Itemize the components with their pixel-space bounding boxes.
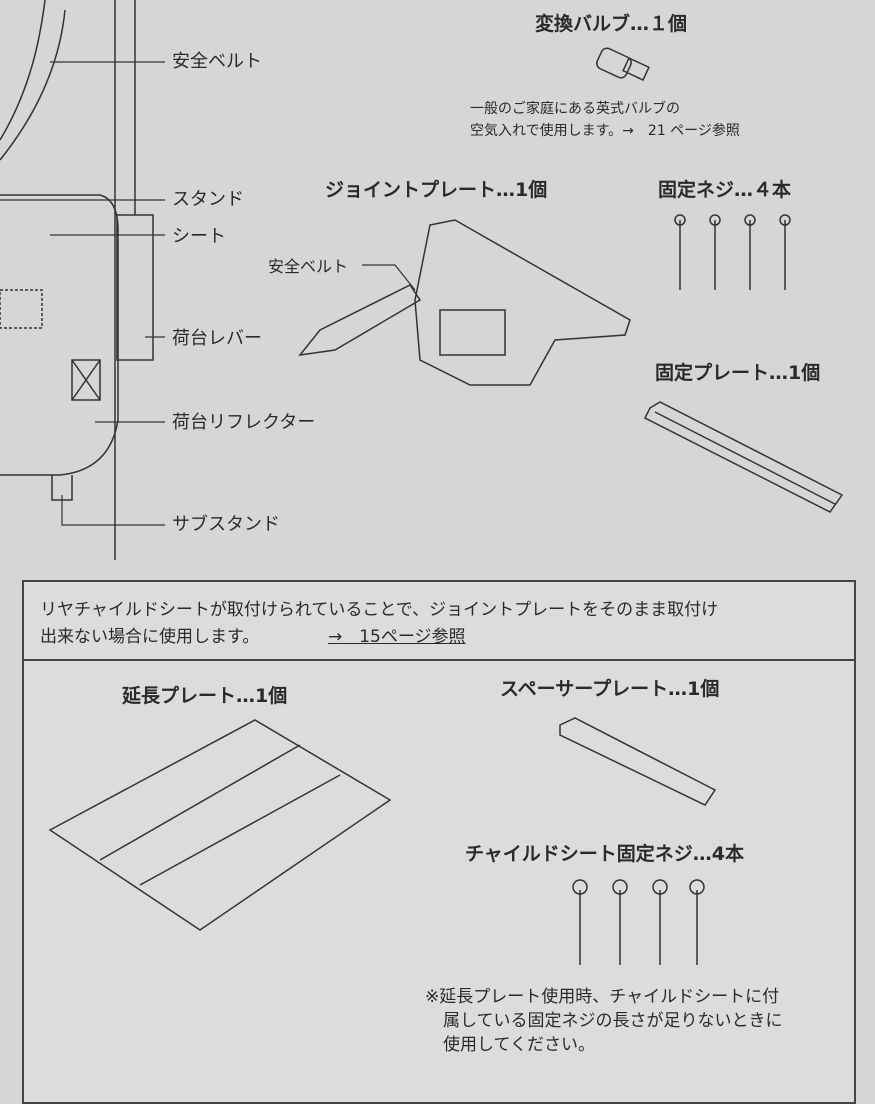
bicycle-seat-drawing [0,0,154,560]
valve-title: 変換バルブ…１個 [535,13,688,35]
spacer-plate-drawing [559,717,717,806]
box-line-1: リヤチャイルドシートが取付けられていることで、ジョイントプレートをそのまま取付け [40,600,719,620]
label-carrier-lever: 荷台レバー [172,328,262,349]
label-safety-belt: 安全ベルト [172,51,262,72]
fixing-plate-drawing [643,401,844,513]
fixing-plate-title: 固定プレート…1個 [655,362,821,384]
note-line-3: 使用してください。 [443,1035,595,1055]
label-stand: スタンド [172,189,244,210]
child-screw-title: チャイルドシート固定ネジ…4本 [465,843,745,865]
extension-plate-drawing [48,719,392,931]
valve-caption-1: 一般のご家庭にある英式バルブの [470,101,680,117]
fixing-screw-title: 固定ネジ…４本 [658,179,792,201]
joint-plate-title: ジョイントプレート…1個 [325,179,548,201]
fixing-screws-drawing [674,214,791,290]
valve-caption-2: 空気入れで使用します。→ 21 ページ参照 [470,123,740,139]
label-seat: シート [172,226,226,247]
note-line-2: 属している固定ネジの長さが足りないときに [443,1011,783,1031]
page-reference-link[interactable]: → 15ページ参照 [328,627,466,647]
box-line-2: 出来ない場合に使用します。 [40,627,260,647]
joint-belt-label: 安全ベルト [268,257,349,276]
extension-plate-title: 延長プレート…1個 [122,685,288,707]
joint-plate-drawing [298,219,631,386]
extension-parts-box [22,580,856,1104]
spacer-plate-title: スペーサープレート…1個 [500,678,720,700]
label-sub-stand: サブスタンド [172,514,280,535]
illustrations [0,0,844,965]
box-divider [22,659,854,661]
note-line-1: ※延長プレート使用時、チャイルドシートに付 [425,987,780,1007]
label-carrier-reflector: 荷台リフレクター [172,412,316,433]
child-seat-screws-drawing [572,879,705,965]
label-leader-lines [0,61,416,526]
valve-drawing [596,47,650,81]
